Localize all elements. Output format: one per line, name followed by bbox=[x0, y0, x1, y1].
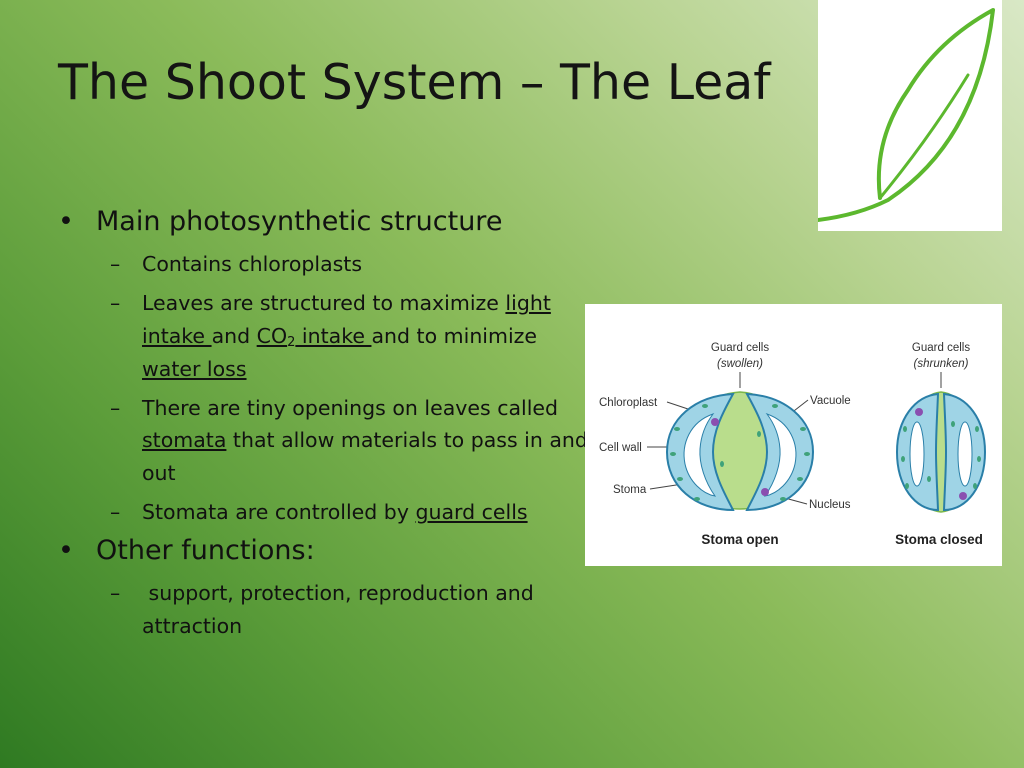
leaf-icon bbox=[816, 0, 1002, 231]
label-shrunken: (shrunken) bbox=[914, 358, 969, 370]
sub-bullet-other-functions: – support, protection, reproduction and … bbox=[58, 577, 598, 643]
dash-glyph: – bbox=[110, 395, 121, 420]
text-part: Leaves are structured to maximize bbox=[142, 291, 506, 316]
label-swollen: (swollen) bbox=[717, 358, 763, 370]
text-part: and to minimize bbox=[371, 323, 538, 348]
term-co2-intake: CO2 intake bbox=[256, 323, 372, 350]
caption-stoma-closed: Stoma closed bbox=[895, 532, 983, 547]
caption-stoma-open: Stoma open bbox=[701, 532, 778, 547]
sub-bullet-leaves-structured: – Leaves are structured to maximize ligh… bbox=[58, 287, 598, 385]
label-guard-cells-closed: Guard cells bbox=[912, 342, 970, 354]
bullet-text: Main photosynthetic structure bbox=[96, 206, 503, 237]
label-nucleus: Nucleus bbox=[809, 499, 851, 511]
label-chloroplast: Chloroplast bbox=[599, 397, 658, 409]
text-part: There are tiny openings on leaves called bbox=[142, 395, 559, 420]
bullet-other-functions: • Other functions: bbox=[58, 535, 598, 567]
dash-glyph: – bbox=[110, 291, 121, 316]
bullet-main-photosynthetic: • Main photosynthetic structure bbox=[58, 206, 598, 238]
sub-bullet-text: Contains chloroplasts bbox=[142, 252, 363, 277]
stomata-diagram: Guard cells (swollen) Guard cells (shrun… bbox=[585, 304, 1002, 566]
label-vacuole: Vacuole bbox=[810, 395, 851, 407]
text-part: that allow materials to pass in and out bbox=[142, 428, 588, 486]
term-light-intake: light intake bbox=[142, 291, 551, 348]
bullet-glyph: • bbox=[58, 206, 74, 237]
sub-bullet-chloroplasts: – Contains chloroplasts bbox=[58, 248, 598, 281]
text-part: and bbox=[211, 323, 257, 348]
bullet-text: Other functions: bbox=[96, 534, 315, 566]
term-stomata: stomata bbox=[142, 428, 227, 453]
dash-glyph: – bbox=[110, 581, 121, 606]
sub-bullet-stomata: – There are tiny openings on leaves call… bbox=[58, 392, 598, 490]
co2-subscript: 2 bbox=[287, 334, 296, 350]
label-stoma: Stoma bbox=[613, 484, 647, 496]
term-guard-cells: guard cells bbox=[415, 499, 528, 524]
label-cell-wall: Cell wall bbox=[599, 442, 642, 454]
bullet-glyph: • bbox=[58, 534, 74, 566]
label-guard-cells-open: Guard cells bbox=[711, 342, 769, 354]
dash-glyph: – bbox=[110, 252, 121, 277]
co2-text: CO bbox=[256, 323, 288, 348]
dash-glyph: – bbox=[110, 499, 121, 524]
slide-title: The Shoot System – The Leaf bbox=[58, 54, 771, 111]
sub-bullet-guard-cells: – Stomata are controlled by guard cells bbox=[58, 496, 598, 529]
text-part: Stomata are controlled by bbox=[142, 499, 416, 524]
term-water-loss: water loss bbox=[142, 356, 247, 381]
sub-bullet-text: support, protection, reproduction and at… bbox=[142, 581, 541, 638]
intake-text: intake bbox=[295, 323, 372, 348]
bullet-list: • Main photosynthetic structure – Contai… bbox=[58, 206, 598, 643]
